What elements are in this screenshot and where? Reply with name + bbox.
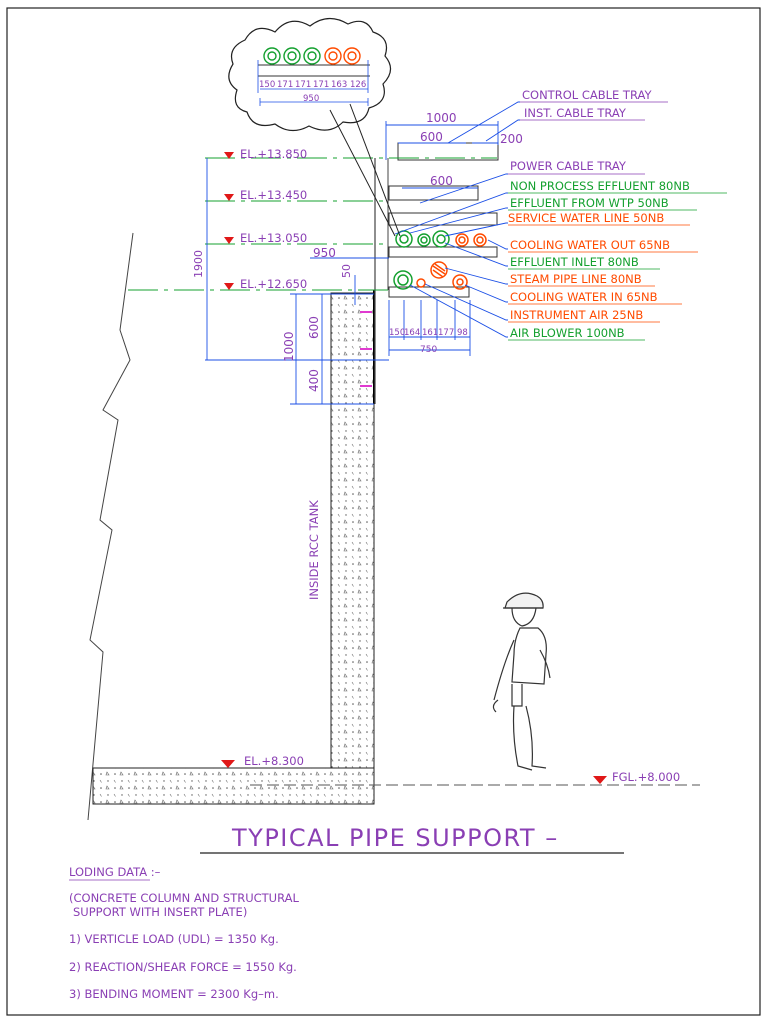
svg-text:150: 150 xyxy=(259,80,275,90)
dim-400-col: 400 xyxy=(307,369,321,392)
dim-750: 750 xyxy=(420,345,437,355)
detail-cloud: 150 171 171 171 163 126 950 xyxy=(228,17,401,237)
loading-note-2: SUPPORT WITH INSERT PLATE) xyxy=(73,905,247,919)
elevation-13850: EL.+13.850 xyxy=(240,147,307,161)
dim-50: 50 xyxy=(340,264,353,278)
svg-text:161: 161 xyxy=(422,328,438,338)
elevation-8300: EL.+8.300 xyxy=(244,754,304,768)
dim-200: 200 xyxy=(500,132,523,146)
dim-1000-top: 1000 xyxy=(426,111,457,125)
label-cooling-water-in: COOLING WATER IN 65NB xyxy=(510,290,658,304)
elevation-markers xyxy=(221,152,607,784)
dim-950: 950 xyxy=(313,246,336,260)
svg-text:177: 177 xyxy=(438,328,454,338)
label-inst-cable-tray: INST. CABLE TRAY xyxy=(524,106,627,120)
person-figure xyxy=(492,592,551,771)
upper-pipes xyxy=(395,230,487,248)
rcc-slab xyxy=(92,767,375,805)
elevation-12650: EL.+12.650 xyxy=(240,277,307,291)
insert-plates xyxy=(360,311,372,387)
break-line xyxy=(87,232,134,821)
svg-text:950: 950 xyxy=(303,94,319,104)
svg-text:126: 126 xyxy=(350,80,366,90)
svg-text:164: 164 xyxy=(404,328,420,338)
label-effluent-from-wtp: EFFLUENT FROM WTP 50NB xyxy=(510,196,669,210)
loading-item-2: 2) REACTION/SHEAR FORCE = 1550 Kg. xyxy=(69,960,297,974)
sheet-border xyxy=(6,7,761,1016)
label-cooling-water-out: COOLING WATER OUT 65NB xyxy=(510,238,670,252)
dim-1900: 1900 xyxy=(192,250,205,278)
label-inside-rcc-tank: INSIDE RCC TANK xyxy=(307,500,321,600)
loading-heading: LODING DATA :– xyxy=(69,865,161,879)
svg-text:171: 171 xyxy=(295,80,311,90)
label-steam-pipe: STEAM PIPE LINE 80NB xyxy=(510,272,642,286)
dim-600-col: 600 xyxy=(307,316,321,339)
svg-text:150: 150 xyxy=(389,328,405,338)
label-power-cable-tray: POWER CABLE TRAY xyxy=(510,159,627,173)
loading-note-1: (CONCRETE COLUMN AND STRUCTURAL xyxy=(69,891,299,905)
dim-1000-col: 1000 xyxy=(282,331,296,362)
loading-item-1: 1) VERTICLE LOAD (UDL) = 1350 Kg. xyxy=(69,932,279,946)
label-underlines xyxy=(508,101,727,341)
label-control-cable-tray: CONTROL CABLE TRAY xyxy=(522,88,652,102)
label-service-water: SERVICE WATER LINE 50NB xyxy=(508,211,664,225)
svg-text:171: 171 xyxy=(313,80,329,90)
lower-pipes xyxy=(393,261,468,290)
dim-600-power: 600 xyxy=(430,174,453,188)
svg-text:163: 163 xyxy=(331,80,347,90)
elevation-13050: EL.+13.050 xyxy=(240,231,307,245)
bottom-spacing-labels: 150 164 161 177 98 xyxy=(389,328,468,338)
loading-item-3: 3) BENDING MOMENT = 2300 Kg–m. xyxy=(69,987,279,1001)
label-non-process-effluent: NON PROCESS EFFLUENT 80NB xyxy=(510,179,690,193)
label-effluent-inlet: EFFLUENT INLET 80NB xyxy=(510,255,639,269)
leader-lines xyxy=(394,101,520,338)
label-instrument-air: INSTRUMENT AIR 25NB xyxy=(510,308,643,322)
elevation-13450: EL.+13.450 xyxy=(240,188,307,202)
label-air-blower: AIR BLOWER 100NB xyxy=(510,326,625,340)
svg-text:98: 98 xyxy=(457,328,468,338)
cable-trays xyxy=(388,142,499,298)
loading-data: LODING DATA :– (CONCRETE COLUMN AND STRU… xyxy=(69,865,299,1001)
elevation-lines xyxy=(128,157,497,291)
drawing-title: TYPICAL PIPE SUPPORT – xyxy=(231,824,559,852)
svg-text:171: 171 xyxy=(277,80,293,90)
rcc-wall xyxy=(330,292,375,769)
dim-600-top: 600 xyxy=(420,130,443,144)
elevation-fgl: FGL.+8.000 xyxy=(612,770,680,784)
